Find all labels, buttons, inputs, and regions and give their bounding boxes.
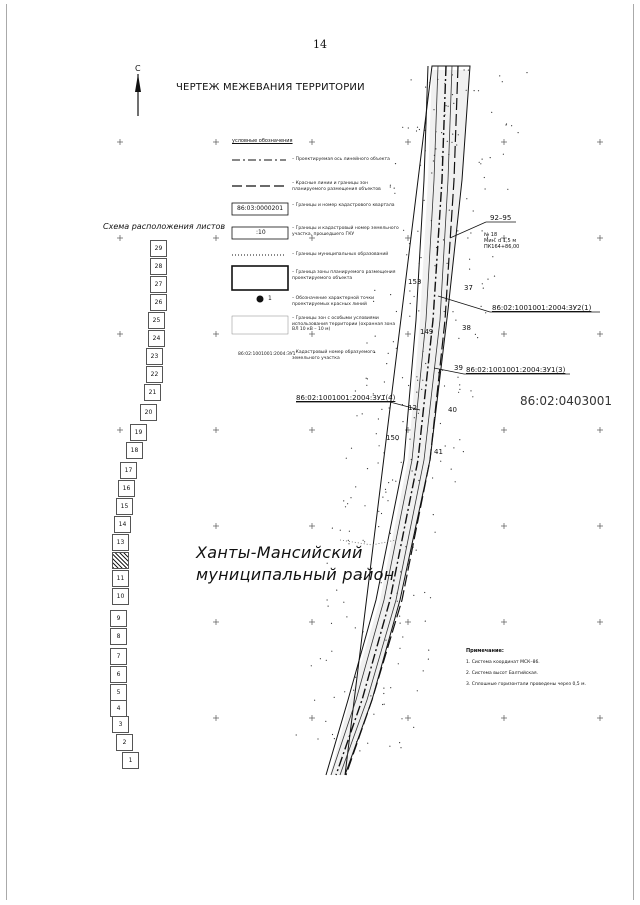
road-corridor (325, 65, 471, 776)
sheet-cell-26: 26 (150, 294, 167, 311)
district-label-line: муниципальный район (196, 565, 395, 584)
sheet-cell-28: 28 (150, 258, 167, 275)
legend-title: условные обозначения (232, 138, 293, 144)
sheet-cell-1: 1 (122, 752, 139, 769)
page-number: 14 (313, 38, 327, 51)
sheet-cell-9: 9 (110, 610, 127, 627)
sheet-cell-5: 5 (110, 684, 127, 701)
legend-item-text: – Кадастровый номер образуемого земельно… (292, 350, 376, 361)
legend-item-text: – Проектируемая ось линейного объекта (292, 157, 390, 162)
north-arrow-icon (135, 74, 141, 116)
sheet-cell-21: 21 (144, 384, 161, 401)
grid-crosses (117, 139, 603, 721)
leader-lines (296, 221, 600, 411)
point-label: 12 (408, 404, 417, 412)
legend-item-text: – Граница зоны планируемого размещения п… (292, 270, 396, 281)
sheet-cell-23: 23 (146, 348, 163, 365)
sheet-cell-20: 20 (140, 404, 157, 421)
legend-item-text: – Границы зон с особыми условиями исполь… (292, 316, 396, 332)
parcel-label: 86:02:1001001:2004:ЗУ2(1) (492, 304, 592, 312)
sheet-cell-4: 4 (110, 700, 127, 717)
district-label-line: Ханты-Мансийский (196, 543, 363, 562)
point-label: 41 (434, 448, 443, 456)
survey-dots (295, 69, 528, 752)
north-label: С (135, 64, 141, 73)
map-title: ЧЕРТЕЖ МЕЖЕВАНИЯ ТЕРРИТОРИИ (176, 82, 365, 93)
sheet-cell-7: 7 (110, 648, 127, 665)
point-label: 153 (408, 278, 422, 286)
municipal-boundary (339, 539, 397, 546)
point-label: 37 (464, 284, 473, 292)
point-label: 149 (420, 328, 434, 336)
sheet-cell-3: 3 (112, 716, 129, 733)
legend-code: 1 (268, 295, 272, 302)
point-label: 39 (454, 364, 463, 372)
sheet-cell-11: 11 (112, 570, 129, 587)
sheet-cell-19: 19 (130, 424, 147, 441)
legend-symbols (231, 159, 289, 335)
legend-item-text: – Границы и кадастровый номер земельного… (292, 226, 399, 237)
sheet-cell-24: 24 (148, 330, 165, 347)
sheet-cell-6: 6 (110, 666, 127, 683)
sheet-cell-18: 18 (126, 442, 143, 459)
legend-item-text: – Красные линии и границы зон планируемо… (292, 181, 381, 192)
sheet-cell-27: 27 (150, 276, 167, 293)
sheet-cell-17: 17 (120, 462, 137, 479)
parcel-label: 86:02:1001001:2004:ЗУ1(3) (466, 366, 566, 374)
sheet-cell-13: 13 (112, 534, 129, 551)
cadastral-quarter-label: 86:02:0403001 (520, 394, 613, 408)
legend-item-text: – Границы муниципальных образований (292, 252, 389, 257)
district-label: Ханты-Мансийский муниципальный район (196, 542, 395, 586)
benchmark-label: ПК164+86,00 (484, 244, 520, 250)
point-label: 40 (448, 406, 457, 414)
legend-item-text: – Границы и номер кадастрового квартала (292, 203, 395, 208)
legend-code: 86:03:0000201 (237, 205, 284, 212)
notes-title: Примечание: (466, 648, 504, 654)
sheet-cell-10: 10 (112, 588, 129, 605)
sheet-cell-2: 2 (116, 734, 133, 751)
page-border (6, 4, 634, 900)
sheet-cell-12 (112, 552, 129, 569)
point-label: 150 (386, 434, 400, 442)
benchmark-label: № 18 (484, 232, 498, 238)
legend-code: 86:02:1001001:2004:ЗУ1 (238, 352, 296, 357)
point-label: 38 (462, 324, 471, 332)
note-item: 2. Система высот Балтийская. (466, 671, 538, 676)
point-label: 92–95 (490, 214, 512, 222)
sheet-cell-15: 15 (116, 498, 133, 515)
note-item: 1. Система координат МСК–86. (466, 660, 540, 665)
sheet-cell-22: 22 (146, 366, 163, 383)
sheet-scheme-title: Схема расположения листов (103, 222, 226, 231)
legend-item-text: – Обозначение характерной точки проектир… (292, 296, 375, 307)
benchmark-label: Мин. d 1,5 м (484, 238, 517, 244)
parcel-label: 86:02:1001001:2004:ЗУ1(4) (296, 394, 396, 402)
legend-code: :10 (256, 229, 266, 236)
note-item: 3. Сплошные горизонтали проведены через … (466, 682, 586, 687)
sheet-cell-14: 14 (114, 516, 131, 533)
sheet-cell-29: 29 (150, 240, 167, 257)
sheet-cell-8: 8 (110, 628, 127, 645)
sheet-cell-16: 16 (118, 480, 135, 497)
sheet-cell-25: 25 (148, 312, 165, 329)
